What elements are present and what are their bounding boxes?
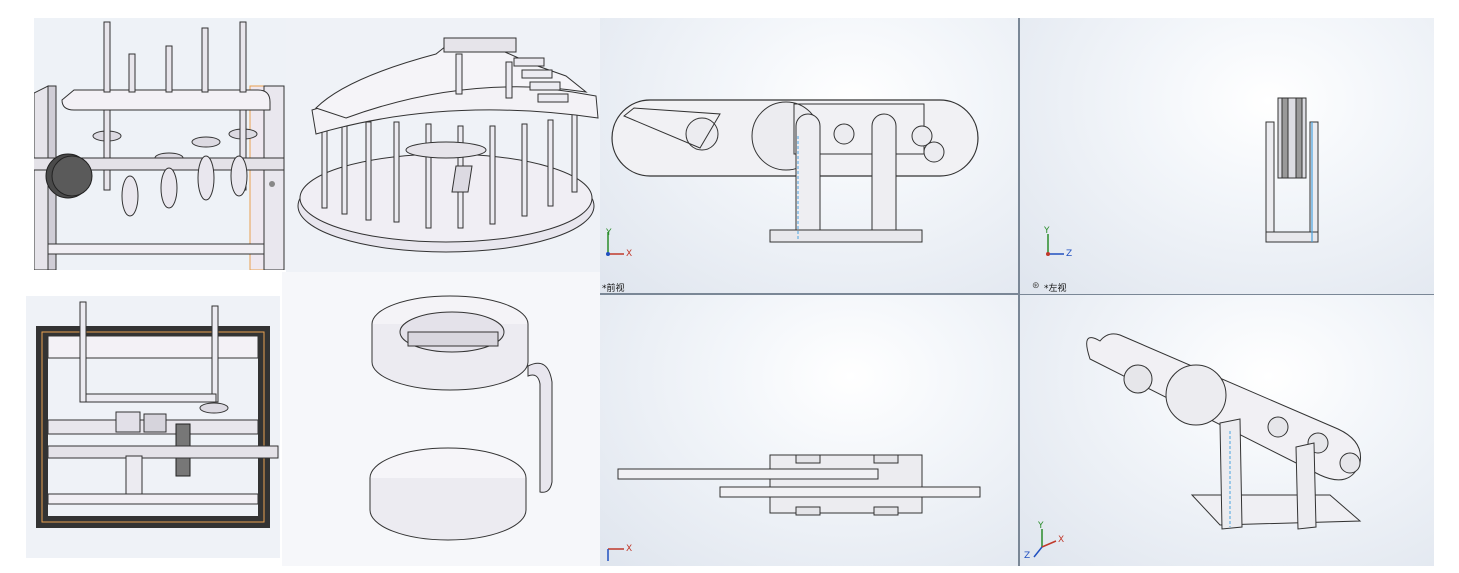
rotary-platform-model-view[interactable] xyxy=(286,18,600,272)
view-orientation-icon: ⊛ xyxy=(1032,281,1040,291)
isometric-view-viewport[interactable]: Y X Z xyxy=(1020,295,1434,566)
viewport-divider-vertical[interactable] xyxy=(1018,18,1020,566)
axis-x-label-iso: X xyxy=(1058,535,1065,545)
left-view-viewport[interactable]: Y Z ⊛ *左视 xyxy=(1020,18,1434,294)
axis-x-label: X xyxy=(626,249,633,259)
front-view-viewport[interactable]: Y X *前视 xyxy=(600,18,1018,294)
cam-follower-frame-model-view[interactable] xyxy=(26,296,280,558)
top-view-viewport[interactable]: X xyxy=(600,295,1018,566)
viewport-divider-horizontal[interactable] xyxy=(600,293,1434,295)
cam-shaft-model-view[interactable] xyxy=(34,18,296,270)
left-view-label: *左视 xyxy=(1044,284,1067,294)
axis-z-label-left: Z xyxy=(1066,249,1073,259)
cylindrical-container-model-view[interactable] xyxy=(282,272,600,566)
axis-y-label-iso: Y xyxy=(1038,521,1044,531)
front-view-label: *前视 xyxy=(602,284,625,294)
axis-x-label-top: X xyxy=(626,544,633,554)
axis-y-label: Y xyxy=(606,228,612,238)
axis-y-label-left: Y xyxy=(1044,226,1050,236)
axis-z-label-iso: Z xyxy=(1024,551,1031,561)
